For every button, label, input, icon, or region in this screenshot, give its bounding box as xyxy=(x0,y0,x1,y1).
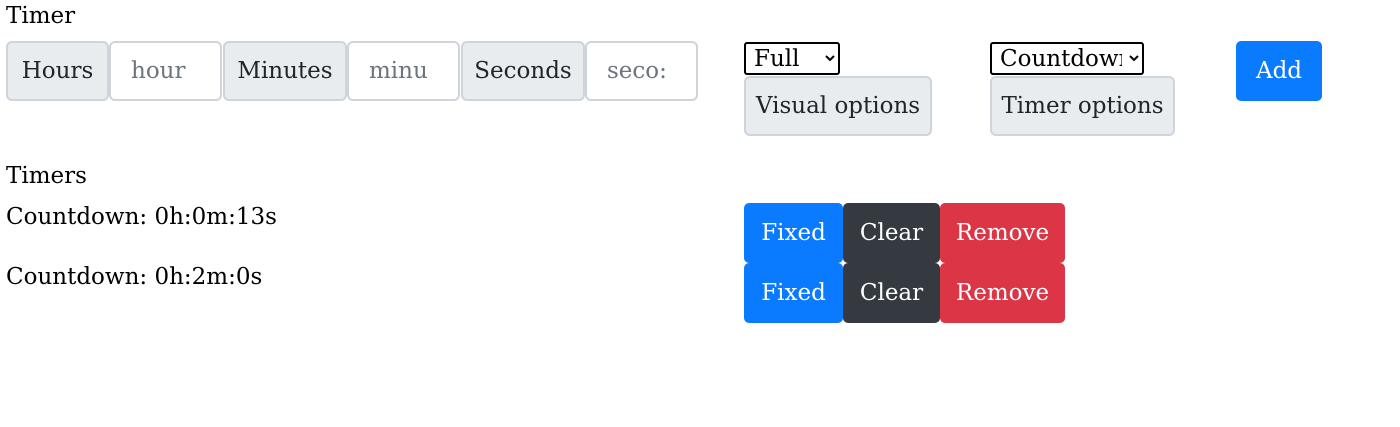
timer-clear-button[interactable]: Clear xyxy=(843,263,940,323)
minutes-label: Minutes xyxy=(223,41,347,101)
duration-input-group: Hours Minutes Seconds xyxy=(6,41,698,101)
visual-mode-select[interactable]: Full xyxy=(744,42,840,75)
add-button[interactable]: Add xyxy=(1236,41,1322,101)
timer-clear-button[interactable]: Clear xyxy=(843,203,940,263)
page-title: Timer xyxy=(6,3,76,29)
minutes-input[interactable] xyxy=(347,41,460,101)
hours-input[interactable] xyxy=(109,41,222,101)
visual-options-button[interactable]: Visual options xyxy=(744,76,932,136)
timer-item-text: Countdown: 0h:2m:0s xyxy=(6,264,263,290)
timer-fixed-button[interactable]: Fixed xyxy=(744,203,843,263)
timers-title: Timers xyxy=(6,163,87,189)
timer-options-button[interactable]: Timer options xyxy=(990,76,1175,136)
timer-fixed-button[interactable]: Fixed xyxy=(744,263,843,323)
timer-item-text: Countdown: 0h:0m:13s xyxy=(6,204,277,230)
timer-remove-button[interactable]: Remove xyxy=(940,263,1065,323)
seconds-label: Seconds xyxy=(461,41,585,101)
hours-label: Hours xyxy=(6,41,109,101)
seconds-input[interactable] xyxy=(585,41,698,101)
timer-mode-select[interactable]: Countdown xyxy=(990,42,1144,75)
timer-remove-button[interactable]: Remove xyxy=(940,203,1065,263)
